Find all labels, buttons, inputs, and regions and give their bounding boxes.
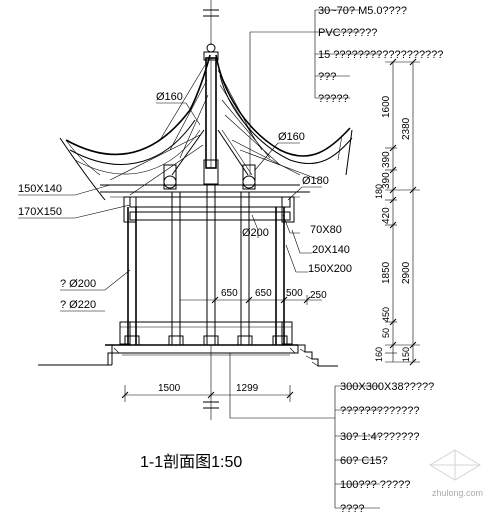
dim-2900: 2900: [401, 261, 412, 284]
king-post: [203, 43, 219, 169]
dim-500: 500: [286, 288, 303, 299]
dim-450: 450: [381, 307, 391, 322]
top-note-1: 30~70? M5.0????: [318, 5, 407, 17]
dimension-inner: [180, 295, 322, 305]
dim-50: 50: [381, 328, 391, 338]
label-diam160-left: Ø160: [156, 91, 183, 103]
label-col200: ? Ø200: [60, 278, 96, 290]
inner-dims-text: 650 650 500 250: [221, 288, 327, 301]
dim-420: 420: [381, 207, 392, 224]
label-20x140: 20X140: [312, 244, 350, 256]
top-note-2: PVC??????: [318, 27, 377, 39]
label-150x140: 150X140: [18, 183, 62, 195]
label-diam160-right: Ø160: [278, 131, 305, 143]
dim-390-a: 390: [381, 151, 392, 168]
dim-1299: 1299: [236, 383, 259, 394]
dim-180: 180: [374, 184, 384, 199]
dimension-vertical: [385, 58, 420, 366]
bottom-note-4: 60? C15?: [340, 455, 388, 467]
vertical-dims-text: 1600 390 390 180 420 1850 2380 2900 50 4…: [374, 95, 412, 362]
foundation: [38, 344, 338, 367]
dim-650-a: 650: [221, 288, 238, 299]
top-note-3: 15 ??????????????????: [318, 49, 443, 61]
top-note-5: ?????: [318, 93, 349, 105]
dim-650-b: 650: [255, 288, 272, 299]
right-labels-text: Ø160 Ø180 Ø200 70X80 20X140 150X200: [242, 131, 352, 275]
beams: [123, 196, 295, 223]
bottom-dims-text: 1500 1299: [158, 383, 259, 394]
bottom-note-3: 30? 1:4???????: [340, 431, 420, 443]
label-col220: ? Ø220: [60, 299, 96, 311]
dimension-bottom: [121, 385, 294, 402]
label-70x80: 70X80: [310, 224, 342, 236]
dim-2380: 2380: [401, 117, 412, 140]
label-diam180: Ø180: [302, 175, 329, 187]
right-leaders: [251, 142, 322, 273]
axis-marker-bottom: [203, 345, 219, 420]
top-note-4: ???: [318, 71, 336, 83]
drawing-title: 1-1剖面图1:50: [140, 453, 242, 471]
left-leaders: [18, 102, 201, 312]
label-170x150: 170X150: [18, 206, 62, 218]
dim-1850: 1850: [381, 261, 392, 284]
bottom-note-6: ????: [340, 503, 364, 515]
dim-1600: 1600: [381, 95, 392, 118]
roof-structure: [59, 54, 353, 201]
dim-150: 150: [401, 347, 411, 362]
columns: [119, 184, 293, 346]
top-notes-leader: [249, 9, 380, 175]
watermark-text: zhulong.com: [432, 488, 483, 498]
bottom-note-5: 100??? ?????: [340, 479, 410, 491]
dim-160: 160: [374, 347, 384, 362]
dim-250: 250: [310, 290, 327, 301]
dim-390-b: 390: [381, 172, 392, 189]
label-150x200: 150X200: [308, 263, 352, 275]
bottom-notes-text: 300X300X38????? ????????????? 30? 1:4???…: [340, 381, 434, 515]
watermark-logo: [429, 449, 481, 481]
bottom-notes-leader: [229, 353, 380, 509]
bottom-note-1: 300X300X38?????: [340, 381, 434, 393]
label-diam200: Ø200: [242, 227, 269, 239]
left-labels-text: Ø160 150X140 170X150 ? Ø200 ? Ø220: [18, 91, 183, 311]
dim-1500: 1500: [158, 383, 181, 394]
roof-brackets: [163, 129, 256, 190]
bottom-note-2: ?????????????: [340, 405, 420, 417]
axis-marker-top: [203, 0, 219, 45]
top-notes-text: 30~70? M5.0???? PVC?????? 15 ???????????…: [318, 5, 443, 105]
